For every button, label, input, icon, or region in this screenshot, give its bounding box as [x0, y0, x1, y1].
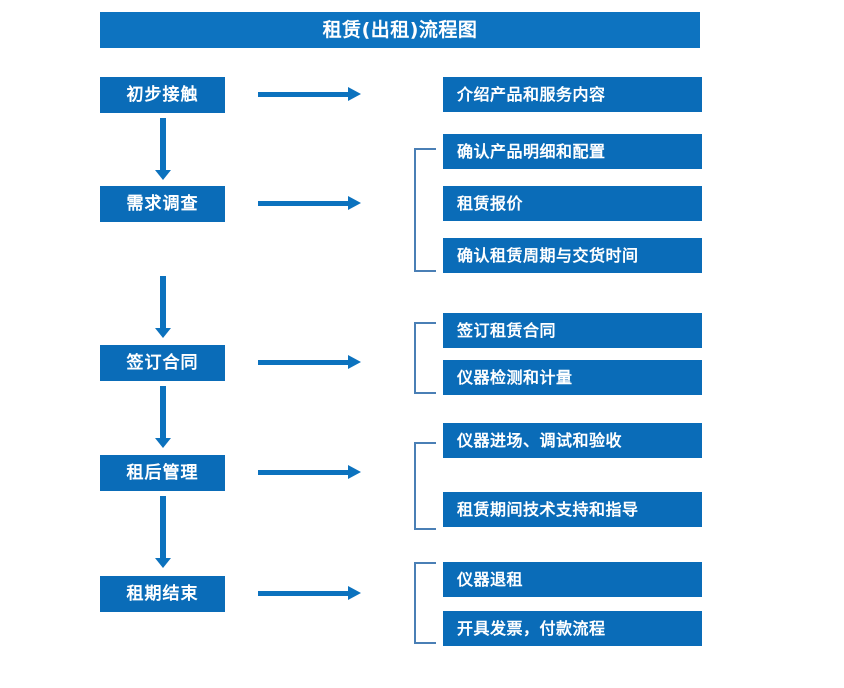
right-arrow-icon-4 — [258, 465, 363, 479]
stage-label: 租期结束 — [126, 583, 199, 604]
detail-box-5-2[interactable]: 开具发票，付款流程 — [443, 611, 702, 646]
right-arrow-stem — [258, 92, 350, 97]
stage-label: 租后管理 — [126, 462, 199, 483]
detail-box-3-2[interactable]: 仪器检测和计量 — [443, 360, 702, 395]
detail-box-5-1[interactable]: 仪器退租 — [443, 562, 702, 597]
right-arrow-head — [348, 355, 361, 369]
stage-label: 签订合同 — [126, 352, 199, 373]
detail-box-3-1[interactable]: 签订租赁合同 — [443, 313, 702, 348]
right-arrow-head — [348, 465, 361, 479]
down-arrow-head — [155, 328, 171, 338]
group-bracket-2 — [414, 148, 436, 272]
group-bracket-4 — [414, 442, 436, 530]
detail-label: 仪器检测和计量 — [457, 367, 573, 387]
right-arrow-icon-1 — [258, 87, 363, 101]
right-arrow-head — [348, 196, 361, 210]
stage-box-3[interactable]: 签订合同 — [100, 345, 225, 381]
chart-title-bar: 租赁(出租)流程图 — [100, 12, 700, 48]
detail-label: 仪器进场、调试和验收 — [457, 430, 623, 450]
detail-box-2-3[interactable]: 确认租赁周期与交货时间 — [443, 238, 702, 273]
detail-label: 介绍产品和服务内容 — [457, 84, 606, 104]
down-arrow-head — [155, 438, 171, 448]
group-bracket-5 — [414, 562, 436, 644]
down-arrow-stem — [160, 386, 166, 438]
stage-box-1[interactable]: 初步接触 — [100, 77, 225, 113]
detail-box-2-2[interactable]: 租赁报价 — [443, 186, 702, 221]
group-bracket-3 — [414, 322, 436, 394]
right-arrow-head — [348, 586, 361, 600]
right-arrow-icon-3 — [258, 355, 363, 369]
down-arrow-stem — [160, 496, 166, 558]
detail-box-1-1[interactable]: 介绍产品和服务内容 — [443, 77, 702, 112]
detail-label: 签订租赁合同 — [457, 320, 557, 340]
down-arrow-icon — [155, 386, 171, 448]
right-arrow-stem — [258, 360, 350, 365]
detail-label: 租赁报价 — [457, 193, 524, 213]
right-arrow-stem — [258, 470, 350, 475]
right-arrow-icon-5 — [258, 586, 363, 600]
down-arrow-stem — [160, 118, 166, 170]
down-arrow-stem — [160, 276, 166, 328]
stage-label: 初步接触 — [126, 84, 199, 105]
right-arrow-stem — [258, 591, 350, 596]
right-arrow-stem — [258, 201, 350, 206]
down-arrow-icon — [155, 276, 171, 338]
down-arrow-icon — [155, 118, 171, 180]
detail-label: 开具发票，付款流程 — [457, 618, 606, 638]
down-arrow-icon — [155, 496, 171, 568]
right-arrow-icon-2 — [258, 196, 363, 210]
detail-label: 确认租赁周期与交货时间 — [457, 245, 639, 265]
detail-label: 仪器退租 — [457, 569, 524, 589]
down-arrow-head — [155, 170, 171, 180]
right-arrow-head — [348, 87, 361, 101]
stage-label: 需求调查 — [126, 193, 199, 214]
detail-box-4-1[interactable]: 仪器进场、调试和验收 — [443, 423, 702, 458]
detail-box-2-1[interactable]: 确认产品明细和配置 — [443, 134, 702, 169]
chart-title-text: 租赁(出租)流程图 — [322, 18, 478, 41]
stage-box-2[interactable]: 需求调查 — [100, 186, 225, 222]
stage-box-4[interactable]: 租后管理 — [100, 455, 225, 491]
detail-box-4-2[interactable]: 租赁期间技术支持和指导 — [443, 492, 702, 527]
detail-label: 租赁期间技术支持和指导 — [457, 499, 639, 519]
down-arrow-head — [155, 558, 171, 568]
detail-label: 确认产品明细和配置 — [457, 141, 606, 161]
stage-box-5[interactable]: 租期结束 — [100, 576, 225, 612]
